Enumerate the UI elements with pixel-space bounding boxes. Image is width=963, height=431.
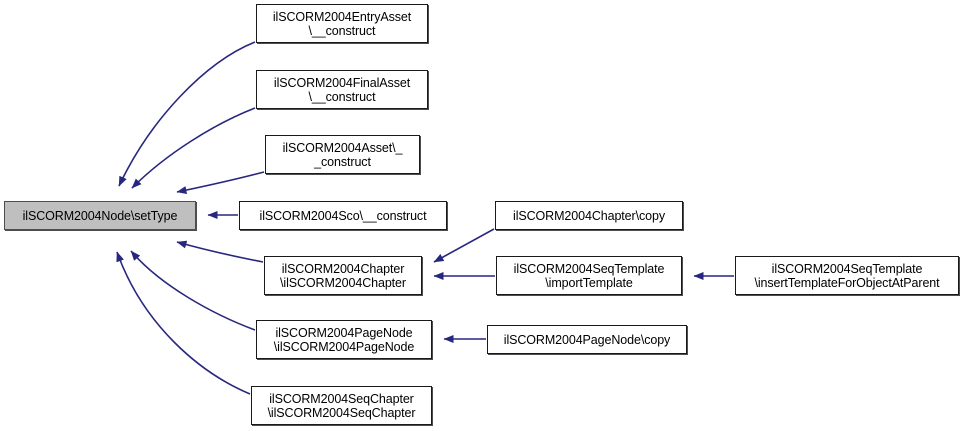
graph-node-pagenodecopy[interactable]: ilSCORM2004PageNode\copy xyxy=(487,325,687,354)
graph-node-label: ilSCORM2004EntryAsset\__construct xyxy=(273,10,411,38)
graph-node-label: ilSCORM2004Asset\__construct xyxy=(283,141,403,169)
graph-node-label-line2: \__construct xyxy=(308,89,376,104)
graph-node-chapter[interactable]: ilSCORM2004Chapter\ilSCORM2004Chapter xyxy=(264,256,422,295)
graph-node-label-line2: _construct xyxy=(314,154,371,169)
graph-node-label: ilSCORM2004Sco\__construct xyxy=(260,209,427,223)
graph-node-label-line1: ilSCORM2004Node\setType xyxy=(22,208,178,223)
graph-node-label: ilSCORM2004Node\setType xyxy=(23,209,178,223)
graph-node-label-line1: ilSCORM2004SeqTemplate xyxy=(771,261,923,276)
graph-node-seqtemplateimport[interactable]: ilSCORM2004SeqTemplate\importTemplate xyxy=(496,256,682,295)
graph-node-label-line1: ilSCORM2004Sco\__construct xyxy=(259,208,427,223)
graph-node-label: ilSCORM2004Chapter\ilSCORM2004Chapter xyxy=(280,262,406,290)
graph-node-asset[interactable]: ilSCORM2004Asset\__construct xyxy=(265,135,420,174)
graph-node-label-line1: ilSCORM2004SeqChapter xyxy=(269,391,414,406)
graph-node-label-line1: ilSCORM2004Chapter xyxy=(281,261,405,276)
edge-entryasset-to-root xyxy=(118,41,256,187)
graph-node-label-line1: ilSCORM2004FinalAsset xyxy=(273,75,411,90)
graph-node-label: ilSCORM2004SeqTemplate\insertTemplateFor… xyxy=(754,262,939,290)
graph-node-label-line1: ilSCORM2004SeqTemplate xyxy=(513,261,665,276)
edge-seqchapter-to-root xyxy=(116,251,251,395)
graph-node-pagenode[interactable]: ilSCORM2004PageNode\ilSCORM2004PageNode xyxy=(256,320,432,359)
graph-node-label: ilSCORM2004FinalAsset\__construct xyxy=(274,76,410,104)
graph-node-label-line1: ilSCORM2004Asset\_ xyxy=(282,140,403,155)
graph-node-label: ilSCORM2004PageNode\ilSCORM2004PageNode xyxy=(273,325,415,354)
graph-node-chaptercopy[interactable]: ilSCORM2004Chapter\copy xyxy=(495,201,683,230)
graph-node-seqchapter[interactable]: ilSCORM2004SeqChapter\ilSCORM2004SeqChap… xyxy=(251,386,432,425)
graph-node-entryasset[interactable]: ilSCORM2004EntryAsset\__construct xyxy=(256,4,428,43)
graph-node-label-line2: \ilSCORM2004Chapter xyxy=(280,275,406,290)
graph-node-label-line2: \ilSCORM2004SeqChapter xyxy=(267,405,416,420)
graph-node-root[interactable]: ilSCORM2004Node\setType xyxy=(4,201,196,230)
graph-node-seqtemplateinsert[interactable]: ilSCORM2004SeqTemplate\insertTemplateFor… xyxy=(735,256,959,295)
graph-node-label: ilSCORM2004SeqChapter\ilSCORM2004SeqChap… xyxy=(268,392,416,420)
graph-node-label-line1: ilSCORM2004Chapter\copy xyxy=(513,208,665,223)
graph-node-sco[interactable]: ilSCORM2004Sco\__construct xyxy=(239,201,447,230)
graph-node-label-line2: \ilSCORM2004PageNode xyxy=(273,339,415,354)
graph-node-label: ilSCORM2004SeqTemplate\importTemplate xyxy=(514,262,665,290)
graph-node-label: ilSCORM2004PageNode\copy xyxy=(503,332,671,347)
edge-chaptercopy-to-chapter xyxy=(433,228,495,263)
graph-node-label-line1: ilSCORM2004EntryAsset xyxy=(272,9,412,24)
edge-chapter-to-root xyxy=(176,240,264,263)
graph-node-label-line2: \importTemplate xyxy=(545,275,633,290)
graph-node-label: ilSCORM2004Chapter\copy xyxy=(513,209,665,223)
graph-node-finalasset[interactable]: ilSCORM2004FinalAsset\__construct xyxy=(256,70,428,109)
graph-node-label-line2: \__construct xyxy=(308,23,376,38)
graph-node-label-line2: \insertTemplateForObjectAtParent xyxy=(754,275,940,290)
edge-pagenode-to-root xyxy=(130,250,256,331)
graph-node-label-line1: ilSCORM2004PageNode xyxy=(275,325,413,340)
edge-asset-to-root xyxy=(176,171,265,194)
edge-finalasset-to-root xyxy=(131,107,256,189)
graph-node-label-line1: ilSCORM2004PageNode\copy xyxy=(503,332,671,347)
